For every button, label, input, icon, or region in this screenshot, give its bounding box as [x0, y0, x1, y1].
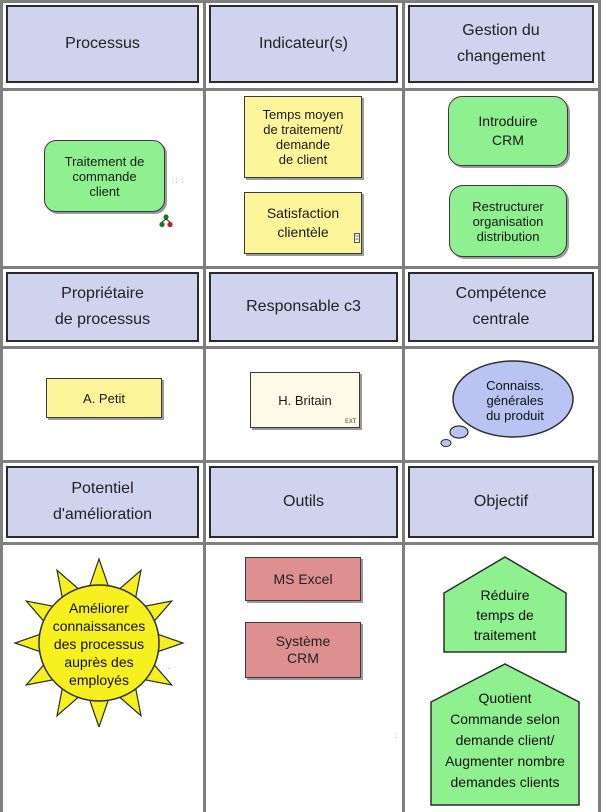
connector-dots: .: [168, 662, 172, 671]
improvement-label: Améliorer connaissances des processus au…: [52, 600, 146, 688]
node-label: H. Britain: [278, 392, 332, 408]
objective-quotient-label: Quotient Commande selon demande client/ …: [445, 689, 565, 790]
header-label: Propriétaire de processus: [54, 285, 151, 328]
process-traitement-commande[interactable]: Traitement de commande client: [44, 140, 165, 212]
change-restructurer[interactable]: Restructurer organisation distribution: [449, 185, 567, 257]
owner-a-petit[interactable]: A. Petit: [46, 378, 162, 418]
external-tag: EXT: [345, 418, 357, 425]
node-label: Satisfaction clientèle: [266, 205, 340, 240]
indicator-temps-moyen[interactable]: Temps moyen de traitement/ demande de cl…: [244, 96, 362, 178]
grid-line: [598, 0, 601, 812]
node-label: MS Excel: [273, 570, 333, 587]
objective-reduire-label: Réduire temps de traitement: [473, 587, 537, 643]
objective-quotient[interactable]: [429, 662, 581, 807]
document-icon: [354, 233, 360, 243]
indicator-satisfaction[interactable]: Satisfaction clientèle: [244, 192, 362, 254]
header-label: Indicateur(s): [259, 35, 348, 52]
header-competence: Compétence centrale: [408, 272, 594, 342]
grid-line: [0, 0, 3, 812]
header-gestion-changement: Gestion du changement: [408, 5, 594, 83]
header-label: Processus: [65, 35, 140, 52]
grid-line: [0, 542, 601, 545]
grid-line: [0, 346, 601, 349]
node-label: Temps moyen de traitement/ demande de cl…: [262, 107, 344, 167]
objective-reduire[interactable]: [442, 555, 568, 655]
grid-line: [0, 266, 601, 269]
responsible-h-britain[interactable]: H. Britain: [250, 372, 360, 428]
header-label: Potentiel d'amélioration: [52, 480, 153, 523]
header-label: Objectif: [473, 493, 529, 510]
header-label: Gestion du changement: [456, 22, 546, 65]
node-label: Système CRM: [275, 633, 331, 666]
grid-line: [0, 88, 601, 91]
header-potentiel: Potentiel d'amélioration: [6, 466, 199, 538]
header-label: Responsable c3: [246, 298, 361, 315]
change-introduire-crm[interactable]: Introduire CRM: [448, 96, 568, 166]
connector-dots: :: [395, 731, 399, 740]
grid-line: [0, 460, 601, 463]
header-proprietaire: Propriétaire de processus: [6, 272, 199, 342]
header-processus: Processus: [6, 5, 199, 83]
header-label: Outils: [283, 493, 324, 510]
connector-dots: :: :: [172, 176, 185, 185]
header-responsable: Responsable c3: [209, 272, 398, 342]
header-indicateurs: Indicateur(s): [209, 5, 398, 83]
grid-line: [402, 0, 405, 812]
tool-systeme-crm[interactable]: Système CRM: [245, 622, 361, 678]
node-label: A. Petit: [83, 390, 125, 406]
tool-ms-excel[interactable]: MS Excel: [245, 557, 361, 601]
knowledge-bubble[interactable]: [437, 357, 577, 449]
node-label: Traitement de commande client: [64, 153, 145, 199]
grid-line: [0, 0, 601, 3]
node-label: Restructurer organisation distribution: [472, 198, 544, 244]
improvement-sun[interactable]: [13, 555, 185, 727]
knowledge-label: Connaiss. générales du produit: [486, 377, 544, 423]
header-outils: Outils: [209, 466, 398, 538]
header-objectif: Objectif: [408, 466, 594, 538]
node-label: Introduire CRM: [478, 113, 538, 148]
header-label: Compétence centrale: [455, 285, 547, 328]
org-chart-icon: [159, 214, 173, 228]
grid-line: [203, 0, 206, 812]
